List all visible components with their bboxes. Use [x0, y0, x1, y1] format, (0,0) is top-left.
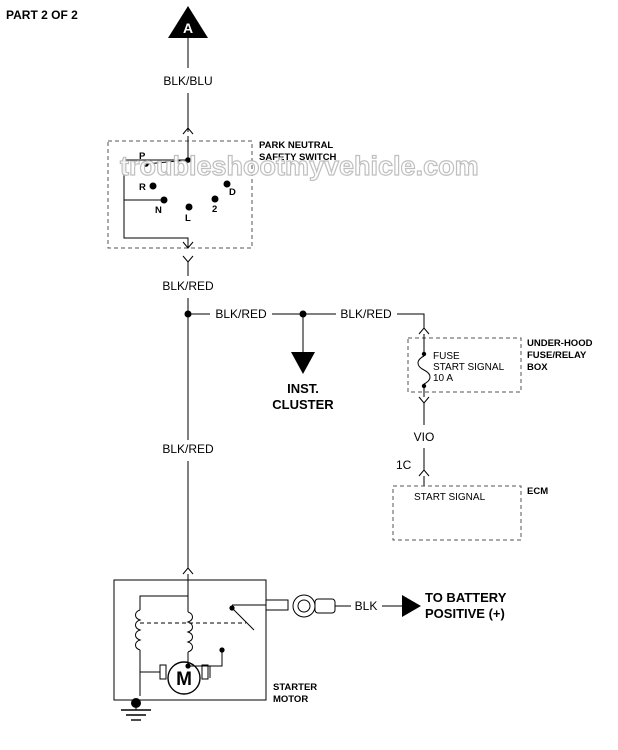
connector-chevron-ecm	[418, 469, 430, 477]
connector-chevron-fuse-in	[418, 327, 430, 335]
pnp-pos-l: L	[185, 213, 191, 224]
connector-chevron-top	[182, 127, 194, 135]
pnp-dot-p2	[185, 157, 191, 163]
fuse-label-1: FUSE	[433, 351, 460, 362]
connector-chevron-fuse-out	[418, 396, 430, 404]
wire-label-below-switch: BLK/RED	[162, 279, 214, 293]
watermark: troubleshootmyvehicle.com	[120, 151, 479, 181]
starter-label-1: STARTER	[273, 682, 317, 693]
pnp-dot-2	[211, 195, 219, 203]
pnp-switch-label-2: SAFETY SWITCH	[259, 152, 337, 163]
inst-cluster-arrow	[291, 352, 315, 374]
connector-chevron-switch-out	[182, 241, 194, 249]
fuse-box-label-2: FUSE/RELAY	[527, 350, 587, 361]
starter-coil-left	[135, 609, 142, 651]
pnp-switch-label-1: PARK NEUTRAL	[259, 140, 333, 151]
ecm-signal-label: START SIGNAL	[414, 492, 486, 503]
ecm-box	[392, 485, 522, 541]
battery-label-1: TO BATTERY	[425, 590, 507, 605]
connector-chevron-starter	[182, 567, 194, 575]
pnp-dot-p	[143, 161, 149, 167]
fuse-label-3: 10 A	[433, 373, 453, 384]
wire-label-main-down: BLK/RED	[162, 442, 214, 456]
fuse-terminal-top	[421, 351, 427, 357]
starter-motor-brush-left	[159, 664, 167, 680]
starter-motor-armature	[167, 661, 201, 695]
fuse-box-label-1: UNDER-HOOD	[527, 338, 593, 349]
wire-label-branch-right: BLK/RED	[340, 307, 392, 321]
pnp-dot-l	[185, 203, 193, 211]
connector-chevron-below-switch	[182, 255, 194, 263]
fuse-box	[407, 337, 522, 393]
battery-label-2: POSITIVE (+)	[425, 606, 505, 621]
pnp-switch-box	[107, 140, 253, 249]
wire-label-branch-left: BLK/RED	[215, 307, 267, 321]
pnp-dot-n	[160, 196, 168, 204]
inst-cluster-label-1: INST.	[287, 381, 319, 396]
fuse-label-2: START SIGNAL	[433, 362, 505, 373]
part-label: PART 2 OF 2	[6, 8, 78, 22]
pnp-switch-wire-top	[123, 136, 189, 248]
ecm-label: ECM	[527, 486, 548, 497]
starter-motor-letter: M	[176, 669, 192, 690]
starter-motor-box	[113, 579, 267, 701]
pnp-dot-d	[223, 180, 231, 188]
wire-branch-3	[397, 313, 425, 328]
pnp-pos-2: 2	[212, 204, 217, 215]
pnp-switch-contact-p	[145, 159, 189, 165]
pnp-pos-n: N	[155, 205, 162, 216]
starter-contact-dot-top	[229, 605, 235, 611]
ground-icon	[121, 709, 151, 721]
fuse-element	[417, 355, 431, 385]
pnp-pos-d: D	[229, 187, 236, 198]
inst-cluster-label-2: CLUSTER	[272, 397, 334, 412]
starter-contact-lever	[231, 607, 255, 631]
starter-motor-node	[185, 663, 191, 669]
pnp-dot-r	[149, 182, 157, 190]
starter-wire-motor-right	[209, 665, 222, 678]
pnp-pos-r: R	[139, 182, 146, 193]
starter-wire-contact-bottom	[188, 650, 223, 667]
fuse-terminal-bottom	[421, 383, 427, 389]
starter-motor-brush-right	[201, 664, 209, 680]
fuse-box-label-3: BOX	[527, 362, 548, 373]
starter-label-2: MOTOR	[273, 694, 308, 705]
pnp-pos-p: P	[139, 151, 146, 162]
starter-coil-right	[186, 611, 193, 653]
battery-arrow	[402, 595, 421, 617]
wire-label-top: BLK/BLU	[163, 74, 212, 88]
wire-label-vio: VIO	[414, 430, 435, 444]
connector-a: A	[168, 6, 208, 38]
ecm-pin-label: 1C	[396, 458, 412, 472]
connector-a-letter: A	[183, 20, 193, 36]
starter-terminal-stud	[265, 599, 289, 611]
starter-wire-top	[139, 574, 189, 610]
ring-terminal-icon	[292, 594, 336, 618]
wire-label-battery: BLK	[355, 599, 378, 613]
